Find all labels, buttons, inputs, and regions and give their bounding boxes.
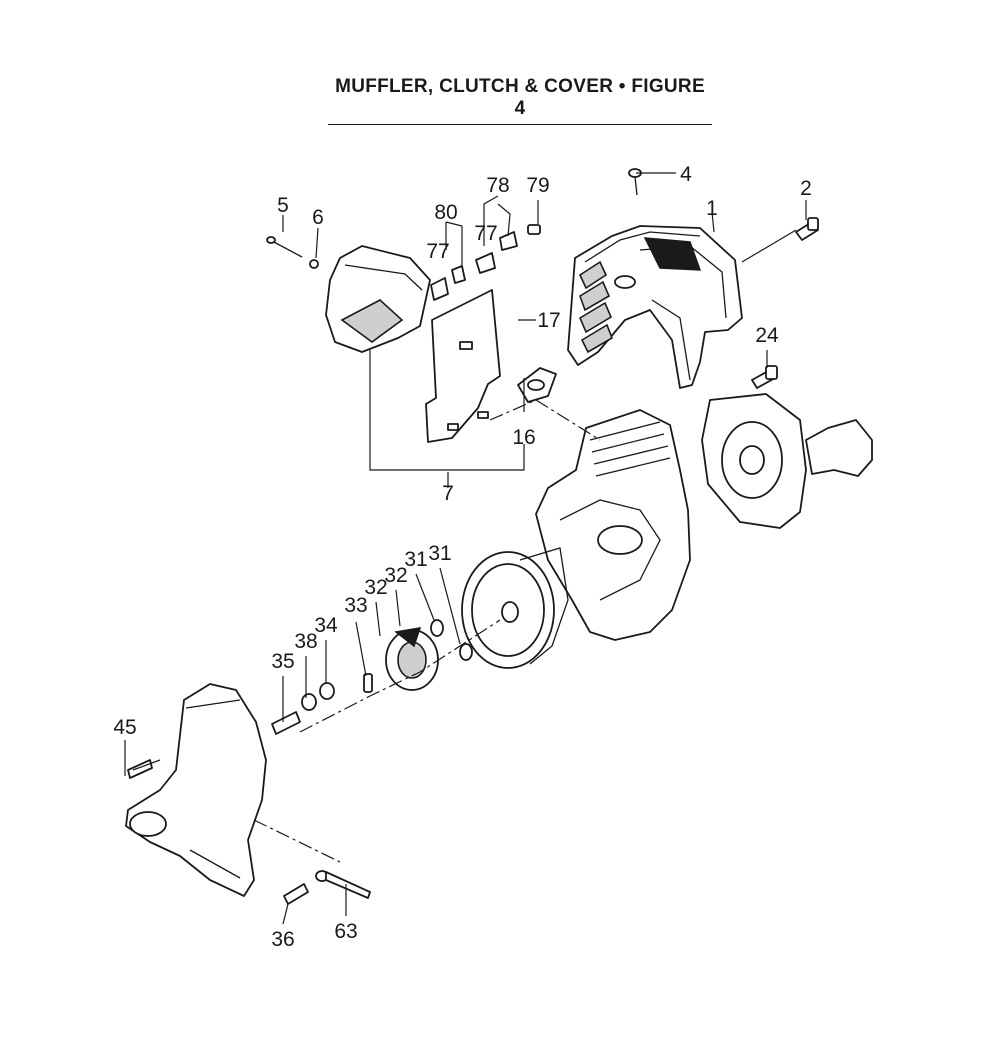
callout-17: 17 [537, 309, 560, 332]
engine-cover-part [567, 225, 743, 389]
callout-77-left: 77 [426, 240, 449, 263]
figure-title: MUFFLER, CLUTCH & COVER • FIGURE 4 [328, 76, 712, 125]
screw-2-part [795, 217, 819, 241]
callout-24: 24 [755, 324, 779, 347]
leader-lines [124, 172, 807, 925]
screw-24-part [751, 365, 778, 389]
muffler-body-part [325, 245, 431, 353]
callout-2: 2 [800, 177, 812, 200]
callout-32-left: 32 [364, 576, 387, 599]
heat-shield-part [425, 289, 501, 443]
callout-16: 16 [512, 426, 535, 449]
engine-block-part [535, 409, 691, 641]
callout-38: 38 [294, 630, 317, 653]
callout-5: 5 [277, 194, 289, 217]
callout-31-right: 31 [428, 542, 451, 565]
callout-63: 63 [334, 920, 357, 943]
callout-33: 33 [344, 594, 367, 617]
callout-34: 34 [314, 614, 338, 637]
recoil-starter-part [701, 393, 873, 529]
clutch-parts [271, 619, 473, 735]
callout-32-right: 32 [384, 564, 407, 587]
screw-36-part [283, 883, 309, 905]
callout-35: 35 [271, 650, 294, 673]
callout-31-left: 31 [404, 548, 427, 571]
callout-1: 1 [706, 197, 718, 220]
callout-36: 36 [271, 928, 294, 951]
callout-6: 6 [312, 206, 324, 229]
callout-4: 4 [680, 163, 692, 186]
clutch-housing-part [125, 683, 267, 897]
flywheel-fan-part [461, 547, 569, 669]
muffler-small-parts [266, 224, 541, 301]
callout-labels: 4 1 2 5 6 78 79 80 77 77 17 24 16 7 31 3… [113, 163, 812, 951]
muffler-gasket-part [517, 367, 557, 403]
callout-79: 79 [526, 174, 549, 197]
callout-77-right: 77 [474, 222, 497, 245]
callout-45: 45 [113, 716, 136, 739]
callout-7: 7 [442, 482, 454, 505]
part-63 [315, 870, 371, 899]
callout-80: 80 [434, 201, 457, 224]
callout-78: 78 [486, 174, 509, 197]
